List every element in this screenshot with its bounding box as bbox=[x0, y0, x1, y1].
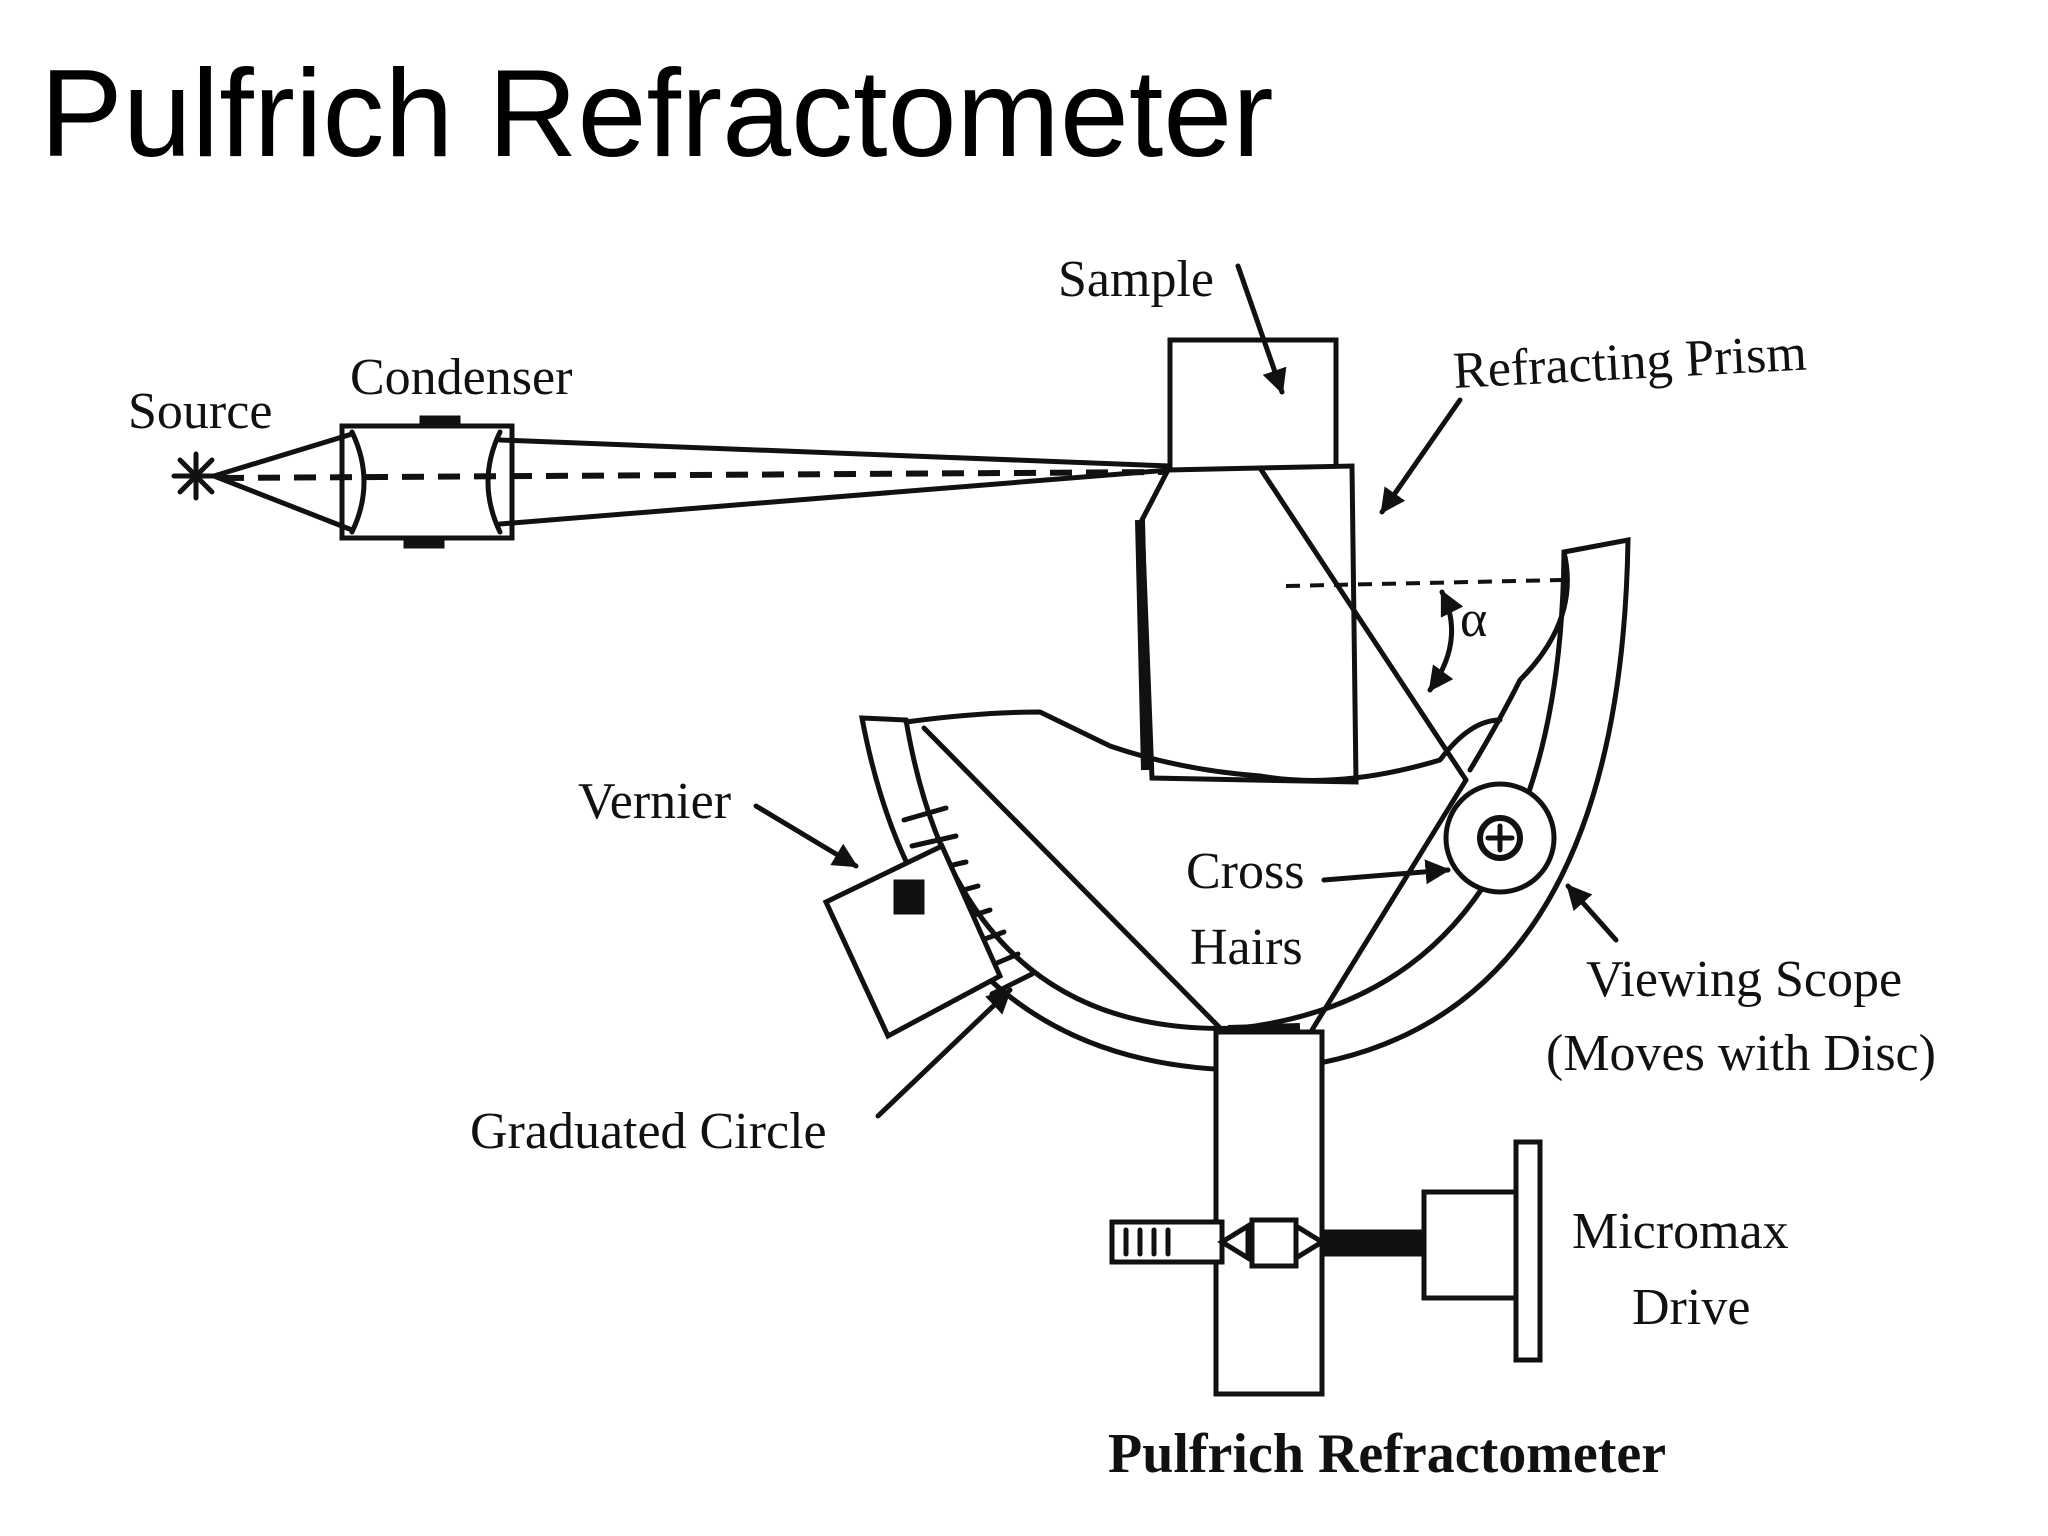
cross-label: Cross bbox=[1186, 843, 1304, 900]
viewing-scope-label: Viewing Scope bbox=[1586, 951, 1902, 1008]
sample-arrow bbox=[1235, 263, 1287, 395]
figure-caption: Pulfrich Refractometer bbox=[1108, 1423, 1666, 1485]
graduated-circle-label: Graduated Circle bbox=[470, 1103, 827, 1160]
vernier-label: Vernier bbox=[578, 773, 731, 830]
light-source-icon bbox=[171, 451, 221, 501]
hairs-label: Hairs bbox=[1190, 919, 1303, 976]
alpha-label: α bbox=[1460, 591, 1487, 648]
micromax-label: Micromax bbox=[1572, 1203, 1789, 1260]
moves-with-disc-label: (Moves with Disc) bbox=[1546, 1025, 1936, 1082]
condenser-lens bbox=[339, 415, 515, 549]
source-label: Source bbox=[128, 383, 272, 440]
crosshair-arrow bbox=[1321, 859, 1451, 885]
slide-title: Pulfrich Refractometer bbox=[40, 45, 1274, 183]
refracting-prism-label: Refracting Prism bbox=[1452, 325, 1808, 400]
drive-label: Drive bbox=[1632, 1279, 1750, 1336]
micromax-drive bbox=[1109, 1139, 1543, 1363]
vernier-block bbox=[822, 842, 1004, 1040]
vernier-arrow bbox=[753, 803, 859, 869]
sample-label: Sample bbox=[1058, 251, 1214, 308]
prism-arrow bbox=[1379, 397, 1463, 515]
stand-column bbox=[1213, 1029, 1325, 1397]
viewing-scope bbox=[1443, 781, 1557, 895]
condenser-label: Condenser bbox=[350, 349, 572, 406]
scope-arrow bbox=[1565, 883, 1619, 943]
alpha-angle: α bbox=[1285, 578, 1563, 693]
graduated-circle-arrow bbox=[875, 987, 1013, 1119]
refracting-prism bbox=[1135, 463, 1469, 785]
sample-block bbox=[1167, 337, 1339, 473]
graduated-disc bbox=[858, 536, 1631, 1073]
light-beam bbox=[211, 431, 1173, 533]
